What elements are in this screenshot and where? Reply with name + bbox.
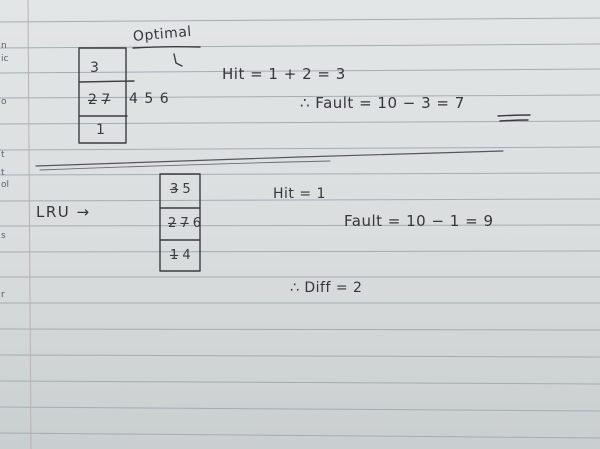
lru-label: LRU → — [36, 203, 91, 221]
ruled-line — [0, 68, 600, 74]
optimal-arrow-mark — [173, 53, 183, 67]
ruled-line — [0, 406, 600, 412]
ruled-line — [0, 198, 600, 202]
optimal-frame-box — [78, 47, 127, 144]
optimal-replacements: 4 5 6 — [129, 91, 170, 107]
edge-mark: t — [1, 150, 5, 160]
edge-mark: r — [1, 290, 5, 300]
margin-line — [27, 0, 32, 449]
section-divider — [35, 150, 504, 167]
lru-frame-box — [159, 173, 201, 272]
optimal-frame-divider — [78, 80, 135, 83]
diff-result: ∴ Diff = 2 — [290, 280, 363, 296]
edge-mark: t — [1, 168, 5, 178]
edge-mark: n — [1, 41, 7, 51]
lru-frame-cell: 1̶ 4 — [170, 248, 191, 263]
ruled-line — [0, 224, 600, 227]
optimal-underline — [132, 45, 201, 49]
optimal-frame-cell: 2̶ 7̶ — [88, 92, 111, 108]
ruled-line — [0, 94, 600, 99]
lru-fault: Fault = 10 − 1 = 9 — [344, 212, 494, 230]
optimal-hit: Hit = 1 + 2 = 3 — [222, 65, 346, 83]
ruled-line — [0, 17, 600, 23]
ruled-line — [0, 172, 600, 176]
ruled-line — [0, 432, 600, 439]
ruled-line — [0, 250, 600, 253]
ruled-line — [0, 146, 600, 151]
edge-mark: ic — [1, 54, 9, 64]
ruled-line — [0, 380, 600, 385]
edge-mark: ol — [1, 180, 10, 190]
edge-mark: s — [1, 231, 6, 241]
section-divider — [39, 160, 331, 171]
answer-underline — [499, 119, 529, 122]
answer-underline — [497, 114, 531, 117]
edge-mark: o — [1, 97, 7, 107]
ruled-line — [0, 354, 600, 358]
optimal-fault: ∴ Fault = 10 − 3 = 7 — [300, 94, 465, 112]
lru-frame-cell: 3̶ 5 — [170, 182, 191, 197]
optimal-frame-cell: 3 — [90, 60, 99, 76]
lru-hit: Hit = 1 — [273, 186, 326, 202]
optimal-frame-cell: 1 — [96, 122, 105, 138]
lru-frame-cell: 2̶ 7̶ 6 — [168, 216, 202, 231]
ruled-line — [0, 328, 600, 331]
